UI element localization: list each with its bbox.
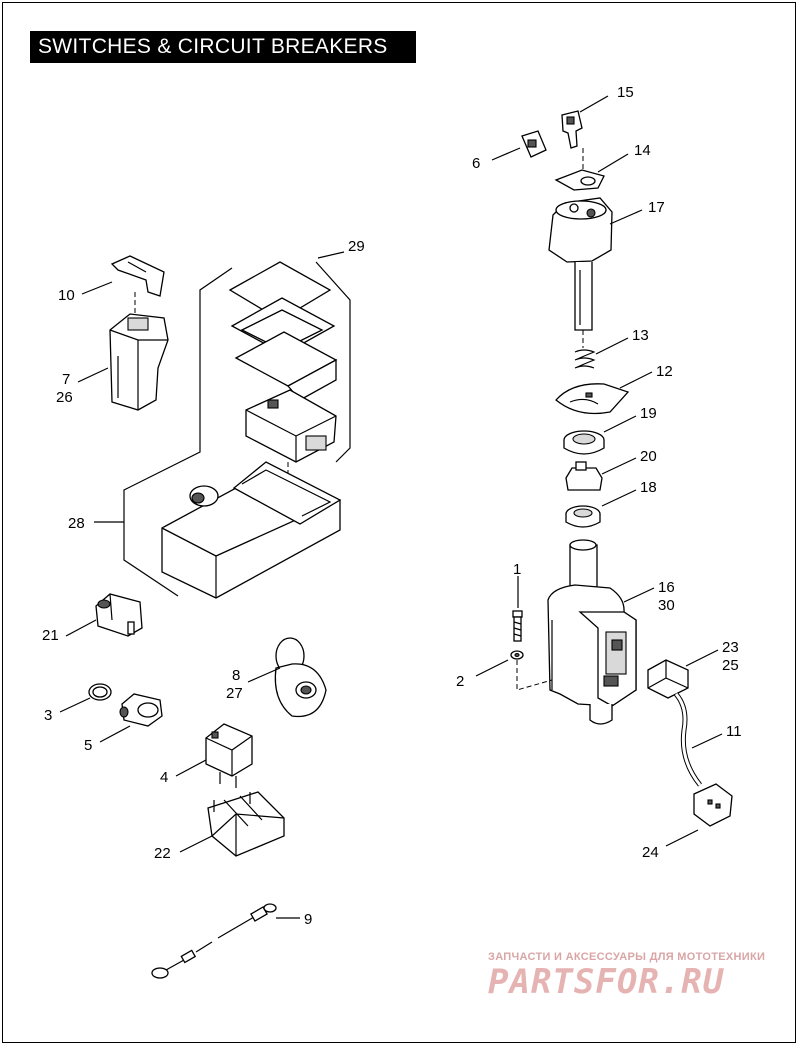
bracket-29 bbox=[315, 261, 351, 463]
callout-20: 20 bbox=[640, 448, 657, 465]
part-4-relay[interactable] bbox=[205, 723, 253, 788]
leader-15 bbox=[579, 95, 609, 113]
watermark-tagline: ЗАПЧАСТИ И АКСЕССУАРЫ ДЛЯ МОТОТЕХНИКИ bbox=[488, 951, 766, 963]
part-18-ring[interactable] bbox=[565, 505, 601, 528]
part-1-screw[interactable] bbox=[512, 610, 523, 642]
leader-5 bbox=[99, 725, 131, 743]
part-21-switch[interactable] bbox=[95, 593, 143, 637]
callout-17: 17 bbox=[648, 199, 665, 216]
callout-29: 29 bbox=[348, 238, 365, 255]
page-title: SWITCHES & CIRCUIT BREAKERS bbox=[30, 31, 416, 63]
part-28-fuse-box[interactable] bbox=[161, 461, 342, 599]
leader-12 bbox=[619, 371, 653, 389]
leader-18 bbox=[601, 489, 637, 507]
part-8-cap[interactable] bbox=[274, 637, 327, 718]
part-9-ground-cable[interactable] bbox=[151, 903, 277, 979]
leader-2 bbox=[475, 659, 509, 677]
part-6-key-cap[interactable] bbox=[521, 130, 547, 158]
callout-16: 16 bbox=[658, 579, 675, 596]
part-29-cover-set[interactable] bbox=[228, 261, 338, 401]
part-11-wire-harness[interactable] bbox=[674, 692, 702, 787]
leader-7 bbox=[77, 367, 109, 383]
callout-25: 25 bbox=[722, 657, 739, 674]
callout-5: 5 bbox=[84, 737, 92, 754]
callout-23: 23 bbox=[722, 639, 739, 656]
part-5-sensor[interactable] bbox=[119, 693, 163, 727]
bracket-28-lower bbox=[123, 522, 179, 597]
callout-22: 22 bbox=[154, 845, 171, 862]
callout-12: 12 bbox=[656, 363, 673, 380]
callout-9: 9 bbox=[304, 911, 312, 928]
callout-28: 28 bbox=[68, 515, 85, 532]
leader-10 bbox=[81, 281, 113, 295]
part-19-nut[interactable] bbox=[563, 430, 605, 455]
leader-24 bbox=[665, 829, 699, 847]
callout-11: 11 bbox=[726, 723, 742, 740]
callout-3: 3 bbox=[44, 707, 52, 724]
leader-22 bbox=[179, 835, 213, 853]
leader-13 bbox=[595, 337, 629, 355]
callout-19: 19 bbox=[640, 405, 657, 422]
part-13-spring[interactable] bbox=[574, 349, 596, 369]
leader-6 bbox=[491, 147, 521, 161]
part-15-key[interactable] bbox=[561, 110, 583, 149]
callout-10: 10 bbox=[58, 287, 75, 304]
part-12-index-plate[interactable] bbox=[555, 383, 630, 415]
screw-alignment-line bbox=[516, 660, 553, 691]
callout-26: 26 bbox=[56, 389, 73, 406]
callout-8: 8 bbox=[232, 667, 240, 684]
callout-1: 1 bbox=[513, 561, 521, 578]
part-10-clip[interactable] bbox=[110, 255, 165, 297]
leader-8 bbox=[247, 667, 281, 683]
part-24-connector[interactable] bbox=[693, 783, 733, 827]
part-2-washer[interactable] bbox=[510, 650, 524, 660]
callout-7: 7 bbox=[62, 371, 70, 388]
part-29-breaker-module[interactable] bbox=[245, 389, 337, 463]
leader-3 bbox=[59, 697, 91, 713]
part-20-cam[interactable] bbox=[565, 461, 603, 491]
part-22-relay-socket[interactable] bbox=[207, 791, 285, 857]
leader-16 bbox=[623, 587, 655, 603]
callout-18: 18 bbox=[640, 479, 657, 496]
leader-17 bbox=[609, 209, 643, 225]
leader-20 bbox=[601, 457, 637, 475]
bracket-28 bbox=[123, 267, 233, 522]
leader-19 bbox=[603, 415, 637, 433]
part-16-switch-body[interactable] bbox=[547, 539, 637, 725]
callout-21: 21 bbox=[42, 627, 59, 644]
leader-23 bbox=[685, 649, 719, 667]
callout-15: 15 bbox=[617, 84, 634, 101]
leader-29 bbox=[317, 251, 345, 259]
callout-13: 13 bbox=[632, 327, 649, 344]
callout-4: 4 bbox=[160, 769, 168, 786]
watermark-brand: PARTSFOR.RU bbox=[488, 962, 725, 1002]
callout-24: 24 bbox=[642, 844, 659, 861]
part-17-switch-knob[interactable] bbox=[548, 197, 613, 331]
leader-14 bbox=[597, 153, 629, 173]
part-23-connector[interactable] bbox=[647, 659, 689, 699]
callout-2: 2 bbox=[456, 673, 464, 690]
callout-30: 30 bbox=[658, 597, 675, 614]
part-7-breaker-holder[interactable] bbox=[109, 313, 169, 411]
callout-6: 6 bbox=[472, 155, 480, 172]
callout-14: 14 bbox=[634, 142, 651, 159]
part-14-retainer-plate[interactable] bbox=[554, 169, 605, 191]
part-3-o-ring[interactable] bbox=[88, 683, 112, 701]
callout-27: 27 bbox=[226, 685, 243, 702]
leader-4 bbox=[175, 759, 207, 777]
leader-21 bbox=[65, 619, 97, 637]
leader-11 bbox=[691, 733, 723, 749]
